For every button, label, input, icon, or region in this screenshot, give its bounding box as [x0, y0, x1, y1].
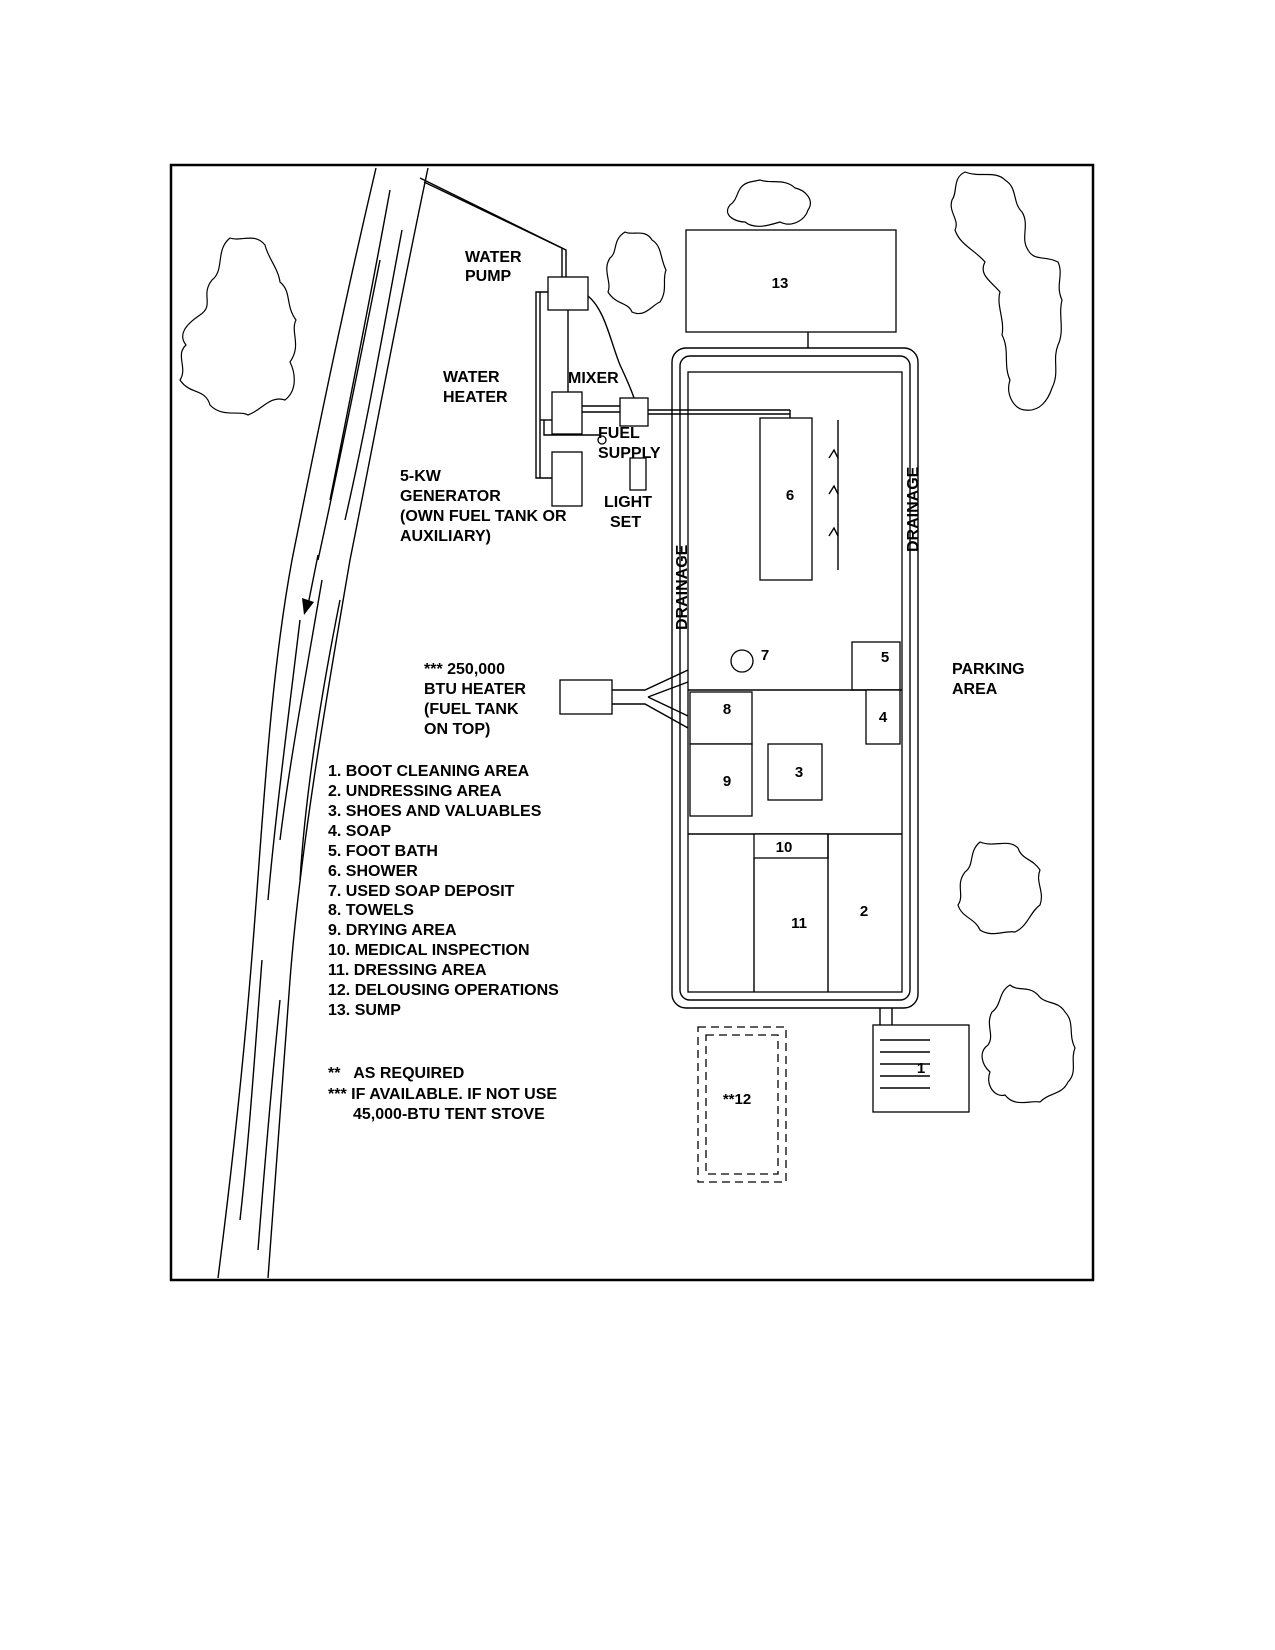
- area-13-number: 13: [772, 275, 789, 292]
- water-heater-label-1: WATER: [443, 369, 500, 386]
- towels-box: [689, 691, 753, 745]
- light-set-box: [629, 457, 647, 491]
- generator-label-1: 5-KW: [400, 468, 442, 485]
- btu-heater-label-2: BTU HEATER: [424, 681, 526, 698]
- area-11-number: 11: [791, 915, 807, 932]
- btu-heater-label-1: *** 250,000: [424, 661, 505, 678]
- heater-duct: [612, 669, 689, 729]
- drainage-left-label: DRAINAGE: [674, 544, 691, 630]
- shower-heads: [828, 448, 839, 537]
- area-7-number: 7: [761, 647, 769, 664]
- tree-small-center: [606, 231, 667, 315]
- tree-top-right: [950, 171, 1063, 411]
- flow-arrow-shaft: [307, 554, 319, 606]
- fuel-supply-label-2: SUPPLY: [598, 445, 661, 462]
- mixer-box: [619, 397, 649, 427]
- legend-item: 12. DELOUSING OPERATIONS: [328, 982, 559, 999]
- legend-item: 8. TOWELS: [328, 902, 414, 919]
- legend-item: 7. USED SOAP DEPOSIT: [328, 883, 515, 900]
- legend-item: 9. DRYING AREA: [328, 922, 457, 939]
- legend-item: 2. UNDRESSING AREA: [328, 783, 502, 800]
- water-pump-box: [547, 276, 589, 311]
- legend-item: 6. SHOWER: [328, 863, 418, 880]
- tree-right-middle: [957, 841, 1043, 935]
- generator-box: [551, 451, 583, 507]
- delousing-inner: [705, 1034, 779, 1175]
- btu-heater-label-3: (FUEL TANK: [424, 701, 519, 718]
- drainage-inner: [679, 355, 911, 1001]
- water-heater-box: [551, 391, 583, 435]
- legend-item: 1. BOOT CLEANING AREA: [328, 763, 530, 780]
- shower-box: [759, 417, 813, 581]
- note-tent-stove: 45,000-BTU TENT STOVE: [353, 1106, 545, 1123]
- legend: 1. BOOT CLEANING AREA 2. UNDRESSING AREA…: [328, 763, 559, 1019]
- light-set-label-1: LIGHT: [604, 494, 652, 511]
- generator-label-3: (OWN FUEL TANK OR: [400, 508, 567, 525]
- area-4-number: 4: [879, 709, 888, 726]
- legend-item: 4. SOAP: [328, 823, 391, 840]
- area-3-number: 3: [795, 764, 803, 781]
- river: [217, 167, 429, 1279]
- fuel-supply-label-1: FUEL: [598, 425, 640, 442]
- area-2-number: 2: [860, 903, 868, 920]
- area-5-number: 5: [881, 649, 889, 666]
- used-soap-circle: [730, 649, 754, 673]
- boot-cleaning-lines: [880, 1039, 930, 1089]
- parking-label-1: PARKING: [952, 661, 1025, 678]
- mixer-label: MIXER: [568, 370, 619, 387]
- area-12-number: **12: [723, 1091, 751, 1108]
- legend-item: 11. DRESSING AREA: [328, 962, 487, 979]
- note-as-required: ** AS REQUIRED: [328, 1065, 464, 1082]
- foot-bath-box: [851, 641, 901, 691]
- legend-item: 3. SHOES AND VALUABLES: [328, 803, 542, 820]
- water-pump-label-2: PUMP: [465, 268, 512, 285]
- sump-box: [685, 229, 897, 333]
- notes: ** AS REQUIRED *** IF AVAILABLE. IF NOT …: [328, 1065, 557, 1123]
- shoes-box: [767, 743, 823, 801]
- area-8-number: 8: [723, 701, 731, 718]
- legend-item: 10. MEDICAL INSPECTION: [328, 942, 530, 959]
- flow-arrow-head: [302, 598, 314, 615]
- area-6-number: 6: [786, 487, 794, 504]
- soap-box: [865, 689, 901, 745]
- generator-label-2: GENERATOR: [400, 488, 501, 505]
- diagram-frame: [169, 163, 1095, 1282]
- tree-top-center: [726, 179, 811, 227]
- legend-item: 13. SUMP: [328, 1002, 401, 1019]
- legend-item: 5. FOOT BATH: [328, 843, 438, 860]
- water-pump-label-1: WATER: [465, 249, 522, 266]
- pipes: [419, 177, 635, 479]
- area-1-number: 1: [917, 1060, 925, 1077]
- tree-right-bottom: [981, 984, 1076, 1104]
- light-set-label-2: SET: [610, 514, 641, 531]
- delousing-outer: [697, 1026, 787, 1183]
- parking-label-2: AREA: [952, 681, 998, 698]
- area-9-number: 9: [723, 773, 731, 790]
- water-heater-label-2: HEATER: [443, 389, 508, 406]
- tree-left: [179, 237, 297, 416]
- btu-heater-label-4: ON TOP): [424, 721, 490, 738]
- note-if-available: *** IF AVAILABLE. IF NOT USE: [328, 1086, 557, 1103]
- drainage-right-label: DRAINAGE: [905, 466, 922, 552]
- area-10-number: 10: [776, 839, 793, 856]
- generator-label-4: AUXILIARY): [400, 528, 491, 545]
- drying-box: [689, 743, 753, 817]
- btu-heater-box: [559, 679, 613, 715]
